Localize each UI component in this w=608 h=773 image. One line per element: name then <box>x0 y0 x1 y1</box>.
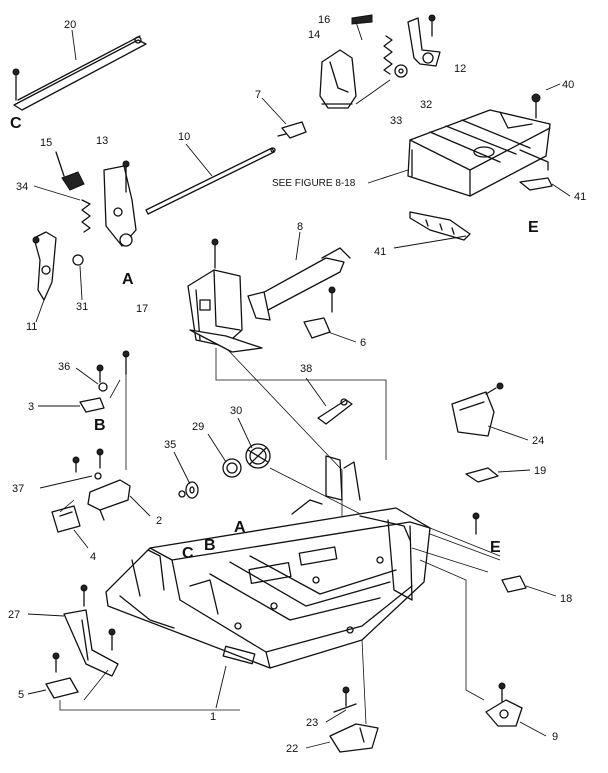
carriage-assembly <box>407 109 551 197</box>
callout-4: 4 <box>90 551 96 563</box>
callout-40: 40 <box>562 79 574 91</box>
part-11-link <box>32 231 57 301</box>
callout-11: 11 <box>26 321 37 333</box>
part-18-clip <box>472 512 527 593</box>
callout-7: 7 <box>255 89 261 101</box>
part-14-bracket <box>319 49 357 109</box>
callout-18: 18 <box>560 593 572 605</box>
callout-37: 37 <box>12 483 24 495</box>
part-17-frame <box>187 238 263 353</box>
callout-33: 33 <box>390 115 402 127</box>
callout-15: 15 <box>40 137 52 149</box>
part-34-spring <box>81 199 91 233</box>
callout-31: 31 <box>76 301 88 313</box>
part-12-latch <box>407 14 441 67</box>
ref-letter-c-upper: C <box>10 115 22 132</box>
part-1-base-frame <box>105 455 431 669</box>
callout-8: 8 <box>297 221 303 233</box>
part-41-plate-lower <box>409 211 471 241</box>
see-figure-note: SEE FIGURE 8-18 <box>272 178 356 189</box>
callout-12: 12 <box>454 63 466 75</box>
callout-35: 35 <box>164 439 176 451</box>
callout-27: 27 <box>8 609 20 621</box>
callout-24: 24 <box>532 435 544 447</box>
ref-letter-b-upper: B <box>94 417 106 434</box>
part-23-pin <box>333 686 357 713</box>
part-5-clamp <box>45 652 79 699</box>
callout-34: 34 <box>16 181 28 193</box>
part-15-lever <box>55 151 85 191</box>
callout-1: 1 <box>210 711 216 723</box>
callout-9: 9 <box>552 731 558 743</box>
part-27-bracket <box>63 584 119 677</box>
callout-20: 20 <box>64 19 76 31</box>
callout-23: 23 <box>306 717 318 729</box>
callout-32: 32 <box>420 99 432 111</box>
callout-38: 38 <box>300 363 312 375</box>
ref-letter-b-lower: B <box>204 537 216 554</box>
ref-letter-c-lower: C <box>182 545 194 562</box>
part-38-pin <box>317 398 353 425</box>
part-4-clamp <box>51 505 81 533</box>
ref-letter-a-lower: A <box>234 519 246 536</box>
part-9-latch <box>485 682 523 727</box>
ref-letter-a-upper: A <box>122 271 134 288</box>
part-32-bushing <box>394 64 408 78</box>
part-36-screw <box>96 350 130 392</box>
part-31-washer <box>72 254 84 266</box>
ref-letter-e-upper: E <box>528 219 539 236</box>
callout-5: 5 <box>18 689 24 701</box>
callout-30: 30 <box>230 405 242 417</box>
callout-19: 19 <box>534 465 546 477</box>
callout-41-upper: 41 <box>574 191 586 203</box>
part-30-gear <box>245 443 271 469</box>
part-35-collar <box>178 481 199 499</box>
part-24-bracket <box>451 382 504 437</box>
part-19-plate <box>465 467 499 483</box>
part-29-gear <box>222 458 242 478</box>
callout-22: 22 <box>286 743 298 755</box>
callout-14: 14 <box>308 29 320 41</box>
part-33-spring <box>383 35 393 75</box>
callout-2: 2 <box>156 515 162 527</box>
part-37-screw <box>72 448 104 480</box>
callout-17: 17 <box>136 303 148 315</box>
callout-13: 13 <box>96 135 108 147</box>
part-40-screw <box>531 93 541 119</box>
part-8-lever <box>247 247 351 321</box>
callout-6: 6 <box>360 337 366 349</box>
part-2-bracket <box>87 479 131 521</box>
part-41-plate-upper <box>519 177 553 191</box>
part-6-block <box>303 286 336 339</box>
callout-3: 3 <box>28 401 34 413</box>
part-22-bracket <box>329 723 379 753</box>
part-16-clip <box>351 14 373 25</box>
part-3-clip <box>79 397 105 413</box>
part-13-bracket <box>103 160 137 247</box>
callout-10: 10 <box>178 131 190 143</box>
part-10-shaft <box>145 147 276 215</box>
callout-29: 29 <box>192 421 204 433</box>
callout-16: 16 <box>318 14 330 26</box>
part-7-bracket <box>277 121 307 139</box>
callout-36: 36 <box>58 361 70 373</box>
ref-letter-e-lower: E <box>490 539 501 556</box>
callout-41-lower: 41 <box>374 246 386 258</box>
part-20-rail <box>12 35 147 111</box>
